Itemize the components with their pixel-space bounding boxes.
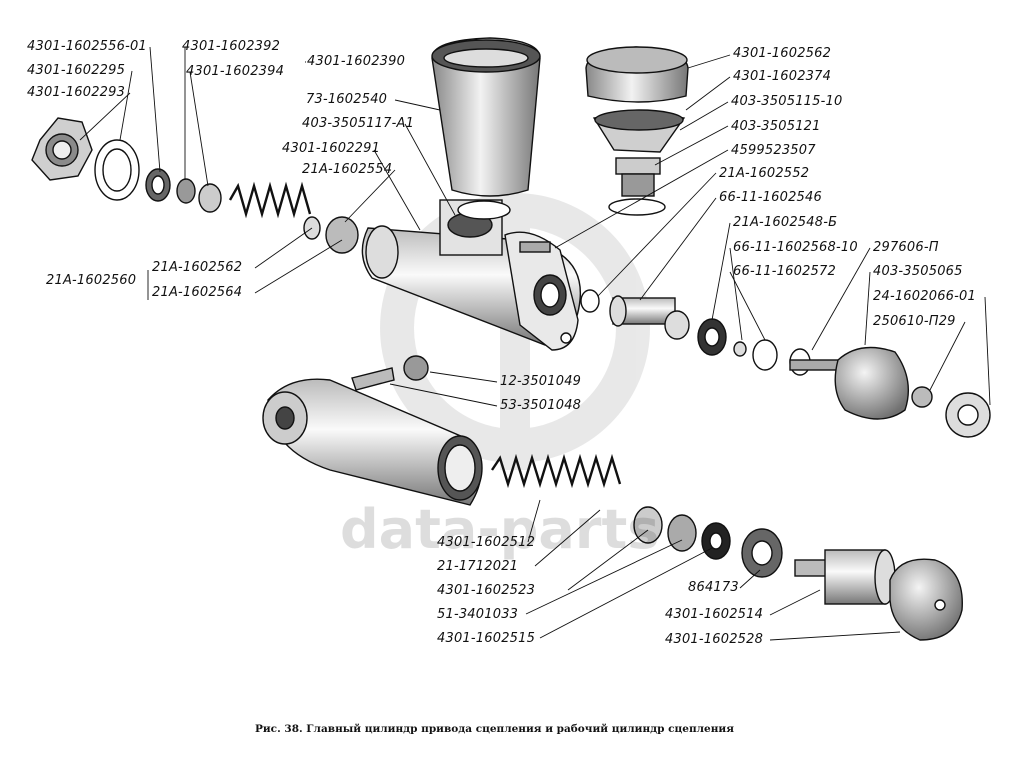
reservoir bbox=[431, 37, 541, 197]
spring-top bbox=[228, 181, 312, 219]
bleeder-cap bbox=[403, 355, 429, 381]
part-label: 21А-1602552 bbox=[719, 166, 810, 181]
part-label: 21А-1602560 bbox=[46, 273, 137, 288]
part-label: 66-11-1602568-10 bbox=[733, 240, 858, 255]
part-label: 403-3505065 bbox=[873, 264, 963, 279]
washer-1 bbox=[580, 289, 600, 313]
part-label: 21-1712021 bbox=[437, 559, 519, 574]
part-label: 21А-1602554 bbox=[302, 162, 393, 177]
part-label: 403-3505117-А1 bbox=[302, 116, 415, 131]
slave-boot bbox=[889, 558, 963, 641]
part-label: 4301-1602556-01 bbox=[27, 39, 147, 54]
part-label: 53-3501048 bbox=[500, 398, 582, 413]
part-label: 4301-1602523 bbox=[437, 583, 536, 598]
part-label: 4301-1602291 bbox=[282, 141, 381, 156]
part-label: 66-11-1602546 bbox=[719, 190, 822, 205]
slave-cylinder bbox=[262, 355, 963, 641]
part-label: 4301-1602295 bbox=[27, 63, 126, 78]
piston-cup bbox=[325, 216, 359, 254]
part-label: 51-3401033 bbox=[437, 607, 519, 622]
washer-2 bbox=[733, 341, 747, 357]
part-label: 21А-1602548-Б bbox=[733, 215, 838, 230]
watermark-text: data-parts bbox=[340, 498, 660, 561]
spring-cup bbox=[633, 506, 663, 544]
part-label: 4301-1602374 bbox=[733, 69, 832, 84]
part-label: 12-3501049 bbox=[500, 374, 582, 389]
part-label: 4301-1602293 bbox=[27, 85, 126, 100]
part-label: 403-3505121 bbox=[731, 119, 821, 134]
cap-assembly bbox=[585, 46, 689, 216]
master-cylinder bbox=[31, 37, 582, 351]
part-label: 21А-1602564 bbox=[152, 285, 243, 300]
part-label: 4301-1602390 bbox=[307, 54, 406, 69]
part-label: 21А-1602562 bbox=[152, 260, 243, 275]
part-label: 297606-П bbox=[873, 240, 939, 255]
leader-lines bbox=[79, 46, 991, 641]
dust-boot bbox=[834, 346, 909, 420]
spring-bottom bbox=[491, 453, 622, 489]
part-label: 4301-1602512 bbox=[437, 535, 536, 550]
part-label: 4301-1602392 bbox=[182, 39, 281, 54]
part-label: 250610-П29 bbox=[873, 314, 956, 329]
reservoir-gasket bbox=[457, 200, 511, 220]
pushrod-group bbox=[580, 289, 991, 438]
part-label: 403-3505115-10 bbox=[731, 94, 843, 109]
bleeder-screw bbox=[351, 367, 395, 391]
part-label: 73-1602540 bbox=[306, 92, 388, 107]
part-label: 24-1602066-01 bbox=[873, 289, 976, 304]
washer-3 bbox=[752, 339, 778, 371]
part-label: 4301-1602562 bbox=[733, 46, 832, 61]
part-label: 864173 bbox=[688, 580, 739, 595]
part-label: 4301-1602514 bbox=[665, 607, 764, 622]
filler-nut bbox=[615, 157, 661, 175]
nut bbox=[911, 386, 933, 408]
part-label: 4599523507 bbox=[731, 143, 816, 158]
part-label: 4301-1602528 bbox=[665, 632, 764, 647]
part-label: 4301-1602394 bbox=[186, 64, 285, 79]
valve-cup bbox=[198, 183, 222, 213]
part-label: 66-11-1602572 bbox=[733, 264, 836, 279]
piston-seal bbox=[667, 514, 697, 552]
part-label: 4301-1602515 bbox=[437, 631, 536, 646]
small-bushing bbox=[176, 178, 196, 204]
filler-gasket bbox=[608, 198, 666, 216]
figure-caption: Рис. 38. Главный цилиндр привода сцеплен… bbox=[255, 723, 734, 735]
